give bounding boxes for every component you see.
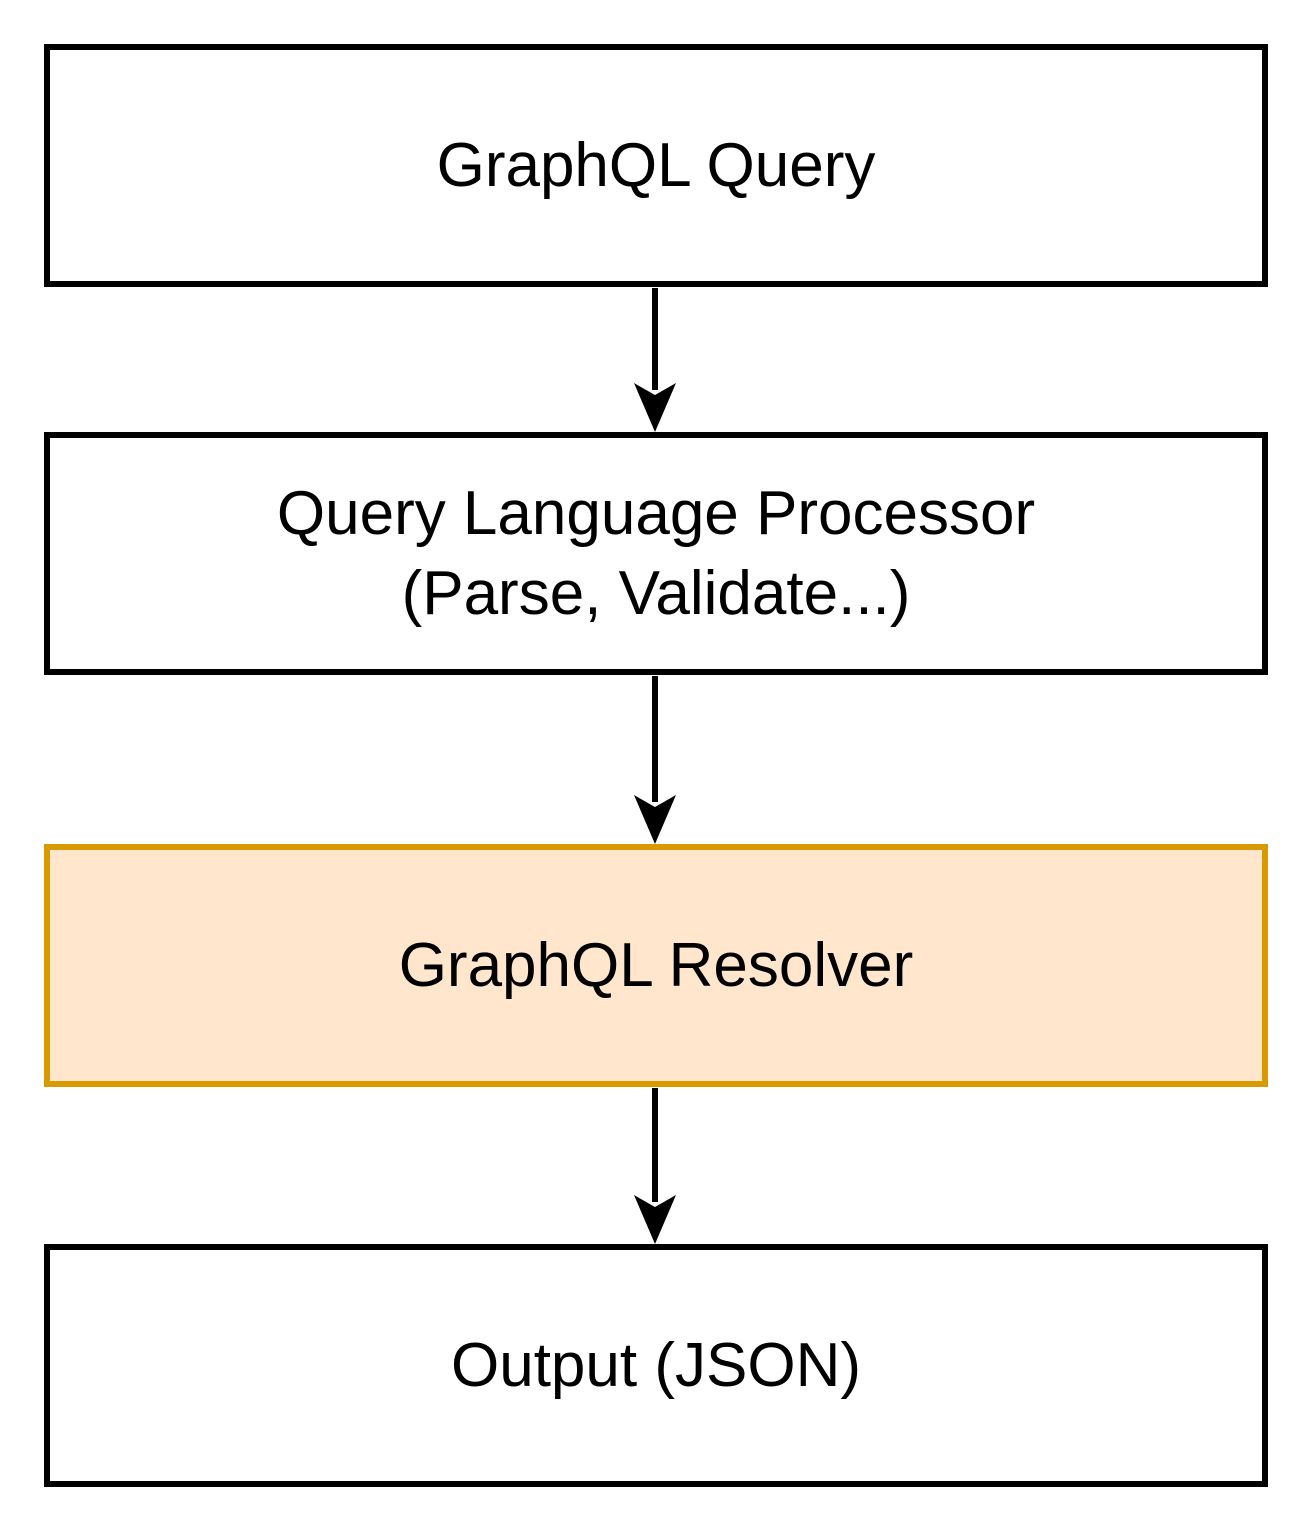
node-sublabel: (Parse, Validate...) [401,558,911,628]
node-graphql-resolver: GraphQL Resolver [44,844,1268,1087]
node-label: Output (JSON) [451,1330,861,1400]
node-graphql-query: GraphQL Query [44,44,1268,287]
arrow-resolver-to-output [634,1088,676,1244]
node-label: GraphQL Resolver [398,930,914,1000]
node-query-language-processor: Query Language Processor (Parse, Validat… [44,432,1268,675]
arrow-processor-to-resolver [634,676,676,844]
node-output-json: Output (JSON) [44,1244,1268,1487]
node-label: Query Language Processor [276,478,1036,548]
arrow-query-to-processor [634,288,676,432]
node-label: GraphQL Query [436,130,876,200]
